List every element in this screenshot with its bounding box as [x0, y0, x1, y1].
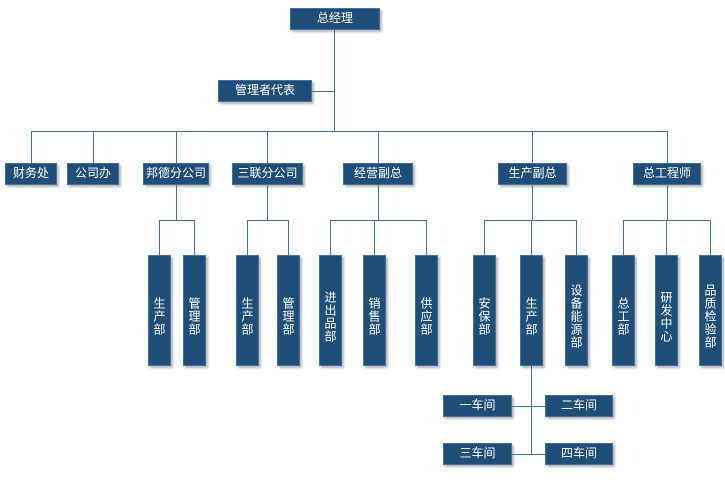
- node-security-dept: 安保部: [473, 255, 496, 366]
- connector-drop-sanlian: [267, 131, 268, 163]
- connector: [426, 220, 427, 255]
- connector: [512, 406, 545, 407]
- node-finance-office: 财务处: [5, 163, 57, 185]
- connector: [159, 220, 160, 255]
- connector: [378, 185, 379, 220]
- connector: [512, 454, 545, 455]
- node-workshop-2: 二车间: [545, 395, 613, 417]
- connector-drop-company-office: [93, 131, 94, 163]
- connector: [484, 220, 577, 221]
- connector-drop-finance: [31, 131, 32, 163]
- node-management-representative: 管理者代表: [218, 80, 312, 102]
- node-equipment-energy-dept: 设备能源部: [565, 255, 588, 366]
- node-sanlian-production-dept: 生产部: [236, 255, 259, 366]
- node-company-office: 公司办: [67, 163, 119, 185]
- node-workshop-3: 三车间: [443, 443, 512, 465]
- node-sales-dept: 销售部: [363, 255, 386, 366]
- connector: [710, 220, 711, 255]
- connector-mgmt-rep: [312, 91, 335, 92]
- node-rd-center: 研发中心: [655, 255, 678, 366]
- connector: [330, 220, 427, 221]
- node-production-dept: 生产部: [520, 255, 543, 366]
- node-chief-engineer-dept: 总工部: [612, 255, 635, 366]
- node-production-vp: 生产副总: [498, 163, 567, 185]
- connector-drop-production-vp: [532, 131, 533, 163]
- connector: [247, 220, 289, 221]
- node-bangde-branch: 邦德分公司: [143, 163, 209, 185]
- node-quality-inspection-dept: 品质检验部: [699, 255, 722, 366]
- node-bangde-production-dept: 生产部: [148, 255, 171, 366]
- node-workshop-1: 一车间: [443, 395, 512, 417]
- connector-level3-main: [31, 131, 667, 132]
- connector: [484, 220, 485, 255]
- connector: [667, 185, 668, 220]
- connector: [288, 220, 289, 255]
- connector: [374, 220, 375, 255]
- connector: [159, 220, 195, 221]
- connector: [532, 185, 533, 220]
- connector-drop-operations-vp: [378, 131, 379, 163]
- connector: [531, 220, 532, 255]
- node-supply-dept: 供应部: [415, 255, 438, 366]
- connector-drop-chief-engineer: [667, 131, 668, 163]
- connector: [576, 220, 577, 255]
- connector: [194, 220, 195, 255]
- node-workshop-4: 四车间: [545, 443, 613, 465]
- connector: [267, 185, 268, 220]
- node-import-export-dept: 进出品部: [319, 255, 342, 366]
- connector: [330, 220, 331, 255]
- connector-workshops-main: [531, 366, 532, 455]
- connector: [247, 220, 248, 255]
- node-bangde-management-dept: 管理部: [183, 255, 206, 366]
- connector: [623, 220, 624, 255]
- node-chief-engineer: 总工程师: [633, 163, 701, 185]
- connector: [623, 220, 711, 221]
- node-sanlian-branch: 三联分公司: [232, 163, 303, 185]
- node-general-manager: 总经理: [290, 8, 380, 30]
- connector: [176, 185, 177, 220]
- node-operations-vp: 经营副总: [343, 163, 413, 185]
- connector: [666, 220, 667, 255]
- connector-drop-bangde: [176, 131, 177, 163]
- connector-gm-down: [334, 30, 335, 131]
- node-sanlian-management-dept: 管理部: [277, 255, 300, 366]
